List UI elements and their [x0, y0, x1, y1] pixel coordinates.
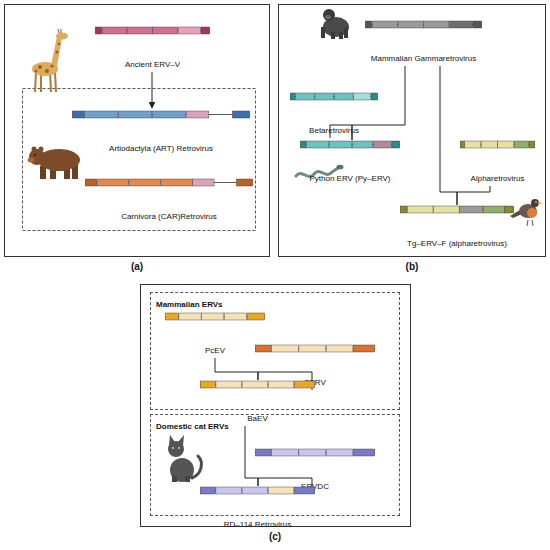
- genome-bar: [300, 140, 400, 149]
- genome-node: Carnivora (CAR)Retrovirus: [85, 178, 253, 223]
- panel-frame: [5, 5, 270, 257]
- genome-bar: [255, 448, 375, 457]
- group-heading: Domestic cat ERVs: [151, 420, 234, 435]
- genome-label: Betaretrovirus: [309, 127, 359, 136]
- genome-label: PcEV: [205, 347, 225, 356]
- genome-node: ERVDC: [255, 448, 375, 493]
- genome-label: RD–114 Retrovirus: [224, 521, 291, 530]
- genome-node: Python ERV (Py–ERV): [300, 140, 400, 185]
- panel-label: (a): [131, 261, 143, 272]
- genome-bar: [95, 26, 210, 35]
- genome-bar: [72, 110, 250, 119]
- genome-label: Artiodactyla (ART) Retrovirus: [109, 145, 213, 154]
- genome-bar: [365, 20, 482, 29]
- genome-label: Carnivora (CAR)Retrovirus: [121, 213, 217, 222]
- genome-label: Mammalian Gammaretrovirus: [371, 55, 476, 64]
- gorilla-icon: [321, 9, 349, 39]
- cat-icon: [168, 435, 201, 482]
- genome-node: RD–114 Retrovirus: [200, 486, 315, 531]
- bear-icon: [28, 147, 81, 180]
- lineage-arrow: [152, 72, 153, 108]
- genome-node: BaEV: [200, 380, 315, 425]
- genome-node: Mammalian Gammaretrovirus: [365, 20, 482, 65]
- group-box: Mammalian ERVsPcEVSERVBaEV: [150, 292, 400, 410]
- genome-bar: [200, 486, 315, 495]
- genome-bar: [400, 205, 514, 214]
- group-box: Domestic cat ERVsERVDCRD–114 Retrovirus: [150, 414, 400, 516]
- group-frame: [23, 89, 256, 231]
- bird-icon: [510, 199, 543, 226]
- genome-bar: [200, 380, 315, 389]
- genome-node: Alpharetrovirus: [460, 140, 535, 185]
- panel-label: (b): [406, 261, 419, 272]
- genome-bar: [85, 178, 253, 187]
- genome-node: PcEV: [165, 312, 265, 357]
- genome-label: BaEV: [247, 415, 267, 424]
- genome-label: Ancient ERV–V: [125, 61, 180, 70]
- lineage-line: [457, 186, 490, 205]
- genome-bar: [165, 312, 265, 321]
- genome-label: Python ERV (Py–ERV): [309, 175, 390, 184]
- lineage-line: [215, 358, 258, 380]
- genome-node: Ancient ERV–V: [95, 26, 210, 71]
- genome-bar: [290, 92, 378, 101]
- genome-label: Tg–ERV–F (alpharetrovirus): [407, 240, 507, 249]
- panel-frame: [141, 285, 411, 527]
- genome-bar: [460, 140, 535, 149]
- giraffe-icon: [32, 29, 68, 92]
- genome-label: Alpharetrovirus: [471, 175, 525, 184]
- genome-bar: [255, 344, 375, 353]
- lineage-line: [352, 66, 405, 140]
- lineage-line: [440, 66, 457, 205]
- genome-node: Tg–ERV–F (alpharetrovirus): [400, 205, 514, 250]
- panel-frame: [279, 5, 546, 257]
- genome-node: Betaretrovirus: [290, 92, 378, 137]
- panel-label: (c): [269, 531, 281, 542]
- genome-node: Artiodactyla (ART) Retrovirus: [72, 110, 250, 155]
- group-heading: Mammalian ERVs: [151, 298, 228, 313]
